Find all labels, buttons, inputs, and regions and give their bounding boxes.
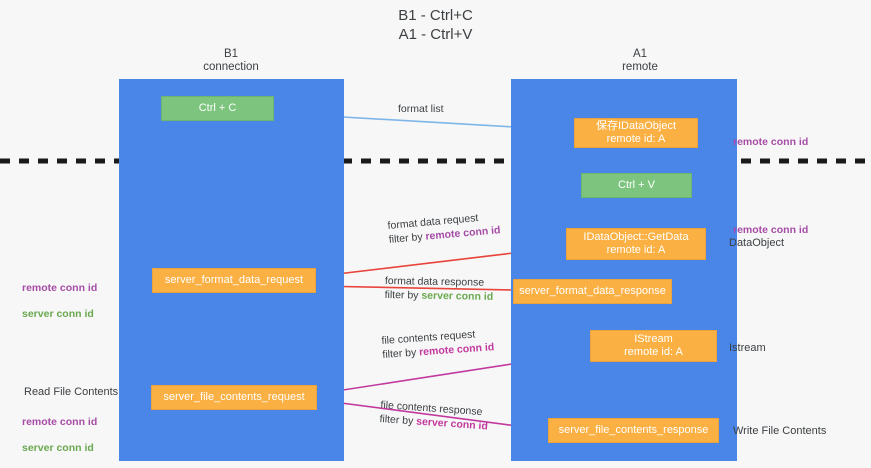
node-idataobject-getdata[interactable]: IDataObject::GetData remote id: A <box>566 228 706 260</box>
annotation-left-server-conn-id: server conn id <box>22 308 94 320</box>
label-write-file-contents: Write File Contents <box>733 425 827 437</box>
node-server-format-data-request[interactable]: server_format_data_request <box>152 268 316 293</box>
annotation-left-file-remote-conn-id: remote conn id <box>22 416 98 428</box>
arrow-format-data-response <box>314 279 513 293</box>
lane-header-a1: A1 remote <box>622 48 658 73</box>
annotation-remote-conn-id-mid-text: remote conn id <box>733 224 809 236</box>
diagram-title: B1 - Ctrl+C A1 - Ctrl+V <box>398 7 473 43</box>
node-server-file-contents-response[interactable]: server_file_contents_response <box>548 418 719 443</box>
annotation-remote-conn-id-top: remote conn id <box>733 123 808 149</box>
edge-label-format-list: format list <box>398 103 444 115</box>
node-ctrl-v[interactable]: Ctrl + V <box>581 173 692 198</box>
lane-header-b1: B1 connection <box>203 48 259 73</box>
annotation-remote-conn-id-mid: remote conn id <box>733 211 808 237</box>
node-server-file-contents-request[interactable]: server_file_contents_request <box>151 385 317 410</box>
annotation-left-remote-conn-id: remote conn id <box>22 282 98 294</box>
annotation-left-file-server-conn-id: server conn id <box>22 442 94 454</box>
label-dataobject: DataObject <box>729 237 785 249</box>
label-istream: Istream <box>729 342 766 354</box>
annotation-left-file-conn-ids: remote conn id server conn id <box>22 403 97 468</box>
node-server-format-data-response[interactable]: server_format_data_response <box>513 279 672 304</box>
node-idataobject[interactable]: 保存IDataObject remote id: A <box>574 118 698 148</box>
label-read-file-contents: Read File Contents <box>24 386 119 398</box>
node-istream[interactable]: IStream remote id: A <box>590 330 717 362</box>
arrow-file-contents-response <box>317 399 550 435</box>
annotation-remote-conn-id-top-text: remote conn id <box>733 136 809 148</box>
annotation-left-conn-ids: remote conn id server conn id <box>22 269 97 334</box>
node-ctrl-c[interactable]: Ctrl + C <box>161 96 274 121</box>
